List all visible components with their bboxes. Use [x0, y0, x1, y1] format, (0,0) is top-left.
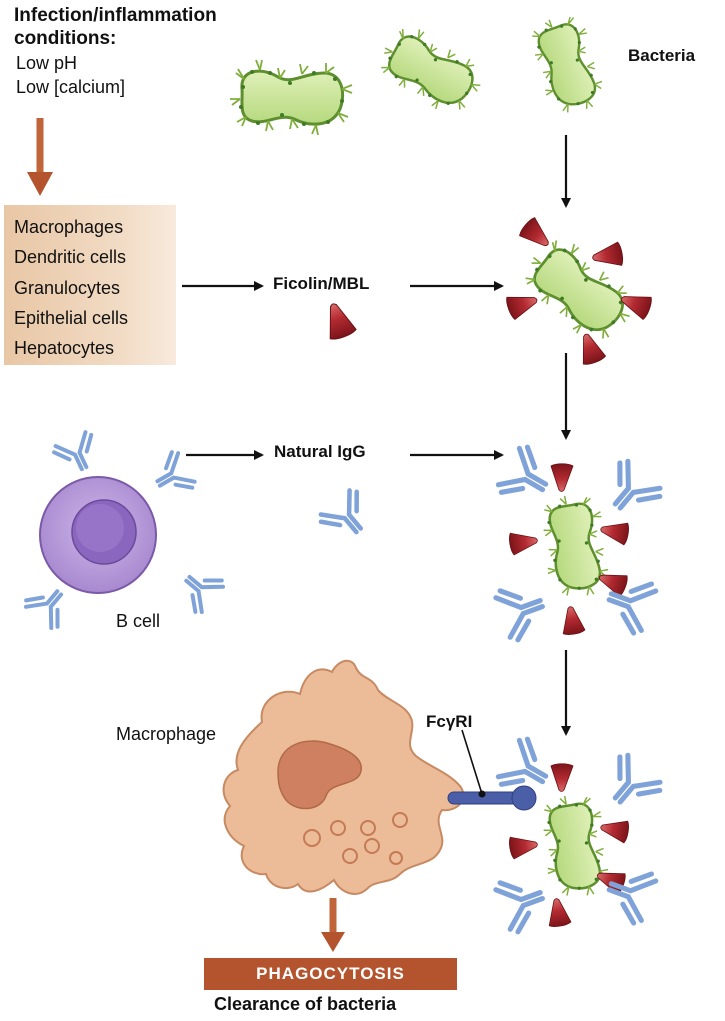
bcell-label: B cell [116, 611, 161, 631]
condition-low-ph: Low pH [16, 53, 78, 73]
bcell-antibody-2 [146, 447, 199, 504]
clearance-label: Clearance of bacteria [214, 994, 397, 1014]
brown-down-arrow [27, 118, 53, 196]
cell-epithelial: Epithelial cells [14, 308, 129, 328]
bacterium-top-2 [369, 17, 493, 125]
bacterium-top-3 [520, 7, 614, 123]
cell-macrophages: Macrophages [14, 217, 124, 237]
conditions-title-line1: Infection/inflammation [14, 5, 217, 26]
brown-arrow-phagocytosis [321, 898, 345, 952]
macrophage-label: Macrophage [116, 724, 217, 744]
macrophage-cell [222, 659, 465, 895]
bacterium-opsonized [494, 444, 664, 642]
conditions-title: Infection/inflammation conditions: [14, 4, 217, 50]
bcell-antibody-3 [172, 561, 228, 618]
cell-granulocytes: Granulocytes [14, 278, 121, 298]
ficolin-label: Ficolin/MBL [273, 274, 370, 293]
conditions-title-line2: conditions: [14, 28, 117, 49]
bacterium-ficolin-coated [504, 215, 654, 367]
phagocytosis-box: PHAGOCYTOSIS [204, 958, 457, 990]
natural-igg-molecule [317, 487, 376, 545]
bacteria-label: Bacteria [628, 46, 696, 65]
producing-cells-box [4, 205, 176, 365]
natural-igg-label: Natural IgG [274, 442, 366, 461]
bacterium-top-1 [228, 58, 354, 137]
cell-hepatocytes: Hepatocytes [14, 338, 115, 358]
bcell-antibody-1 [49, 428, 105, 479]
ficolin-molecule [318, 298, 358, 342]
fc-receptor-label: FcγRI [426, 712, 473, 731]
b-cell [39, 476, 157, 594]
condition-low-calcium: Low [calcium] [16, 77, 126, 97]
bacterium-bound [494, 736, 664, 934]
bcell-antibody-4 [20, 577, 77, 633]
fc-receptor [447, 729, 537, 811]
cell-dendritic: Dendritic cells [14, 247, 127, 267]
phagocytosis-label: PHAGOCYTOSIS [256, 964, 405, 983]
